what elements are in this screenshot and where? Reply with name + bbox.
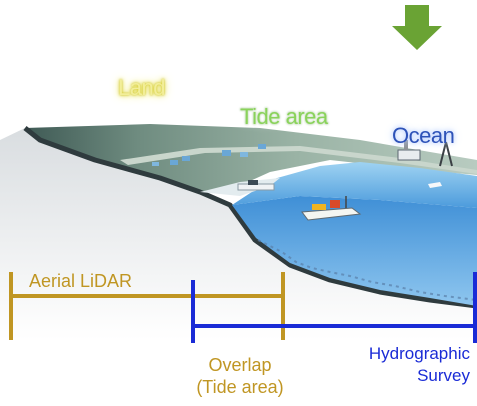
pier xyxy=(237,180,275,191)
land-label: Land xyxy=(118,75,165,100)
seabed-texture xyxy=(257,239,477,301)
land-surface xyxy=(25,124,477,192)
aerial-lidar-label: Aerial LiDAR xyxy=(29,271,133,291)
overlap-label-line2: (Tide area) xyxy=(196,376,284,397)
hydrographic-survey-range xyxy=(191,272,477,343)
hydrographic-survey-label: Hydrographic Survey xyxy=(330,343,470,387)
hydrographic-label-line2: Survey xyxy=(417,366,470,386)
sea-cross-section xyxy=(232,196,477,306)
ocean-label: Ocean xyxy=(392,123,455,148)
buildings xyxy=(152,144,266,166)
hydrographic-label-line1: Hydrographic xyxy=(368,344,470,363)
overlap-label: Overlap (Tide area) xyxy=(194,355,286,398)
overlap-label-line1: Overlap xyxy=(208,355,272,375)
port-facility xyxy=(397,140,453,188)
sea-surface xyxy=(232,162,477,208)
aerial-lidar-range xyxy=(9,272,285,340)
down-arrow-icon xyxy=(392,5,442,50)
tide-area-label: Tide area xyxy=(240,104,328,129)
cliff-edge xyxy=(23,126,477,309)
survey-barge xyxy=(301,196,362,221)
